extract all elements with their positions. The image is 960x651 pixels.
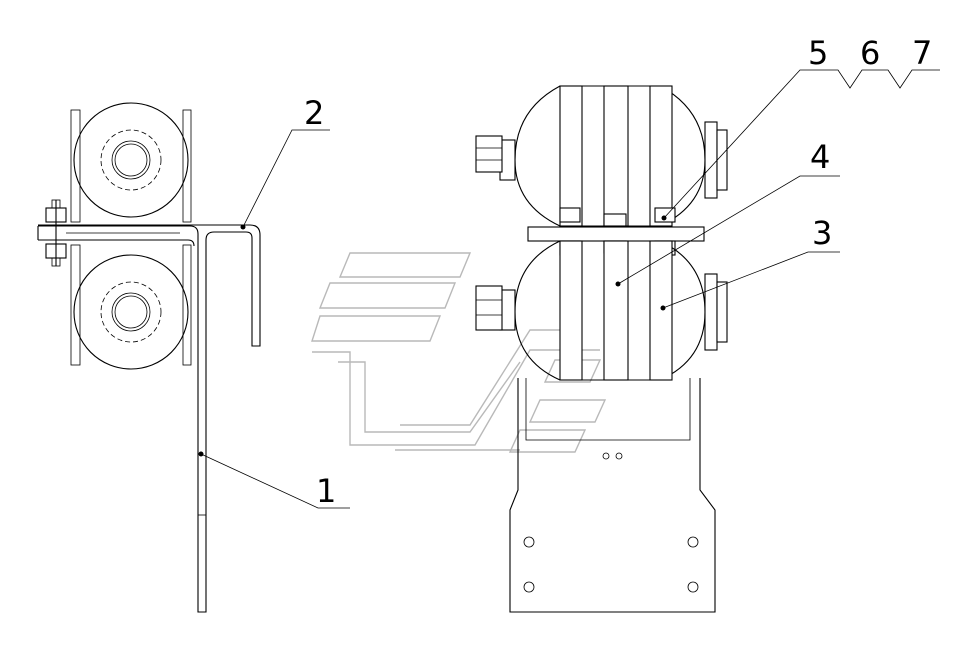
leader-lines <box>198 69 940 509</box>
side-view <box>37 102 261 613</box>
callout-labels: 1 2 3 4 5 6 7 <box>304 34 932 510</box>
upper-roller <box>73 102 189 218</box>
callout-6: 6 <box>860 34 880 72</box>
front-view <box>475 85 728 613</box>
watermark-logo <box>311 252 607 453</box>
callout-3: 3 <box>812 214 832 252</box>
callout-4: 4 <box>810 138 830 176</box>
lower-roller <box>73 254 189 370</box>
callout-7: 7 <box>912 34 932 72</box>
callout-1: 1 <box>316 472 336 510</box>
lower-roller-front <box>475 240 728 381</box>
callout-2: 2 <box>304 94 324 132</box>
callout-5: 5 <box>808 34 828 72</box>
upper-roller-front <box>475 85 728 227</box>
